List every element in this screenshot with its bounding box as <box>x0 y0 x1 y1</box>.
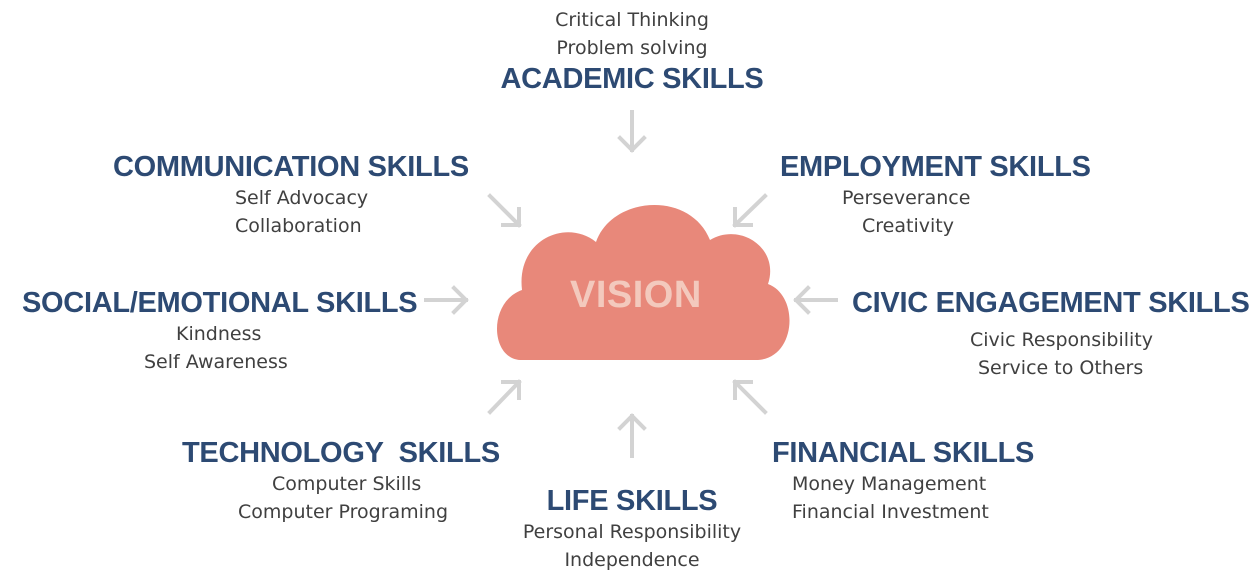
technology-item-2: Computer Programing <box>238 501 449 523</box>
civic-group: CIVIC ENGAGEMENT SKILLS Civic Responsibi… <box>852 286 1252 382</box>
life-group: LIFE SKILLS Personal Responsibility Inde… <box>482 484 782 574</box>
financial-group: FINANCIAL SKILLS Money Management Financ… <box>772 436 1042 526</box>
arrow-communication <box>487 193 522 228</box>
communication-item-2: Collaboration <box>235 215 362 237</box>
social-title: SOCIAL/EMOTIONAL SKILLS <box>22 287 418 319</box>
vision-label: VISION <box>570 274 702 316</box>
technology-group: TECHNOLOGY SKILLS Computer Skills Comput… <box>182 436 500 526</box>
employment-group: EMPLOYMENT SKILLS Perseverance Creativit… <box>780 150 1110 240</box>
civic-title: CIVIC ENGAGEMENT SKILLS <box>852 287 1250 319</box>
academic-item-2: Problem solving <box>556 37 708 59</box>
social-group: SOCIAL/EMOTIONAL SKILLS Kindness Self Aw… <box>22 286 422 376</box>
arrow-technology <box>487 379 522 415</box>
employment-title: EMPLOYMENT SKILLS <box>780 151 1091 183</box>
financial-item-1: Money Management <box>792 473 987 495</box>
arrow-life <box>617 413 647 458</box>
arrow-academic <box>617 110 647 153</box>
arrow-social <box>424 285 469 315</box>
communication-title: COMMUNICATION SKILLS <box>113 151 469 183</box>
academic-item-1: Critical Thinking <box>555 9 709 31</box>
employment-item-1: Perseverance <box>842 187 971 209</box>
life-item-2: Independence <box>564 549 700 571</box>
technology-item-1: Computer Skills <box>272 473 422 495</box>
life-item-1: Personal Responsibility <box>522 521 742 543</box>
financial-item-2: Financial Investment <box>792 501 989 523</box>
arrow-civic <box>793 285 838 315</box>
academic-title: ACADEMIC SKILLS <box>500 63 764 95</box>
arrow-financial <box>732 379 768 415</box>
life-title: LIFE SKILLS <box>546 485 718 517</box>
communication-group: COMMUNICATION SKILLS Self Advocacy Colla… <box>113 150 493 240</box>
employment-item-2: Creativity <box>862 215 954 237</box>
social-item-1: Kindness <box>176 323 262 345</box>
arrow-employment <box>732 193 768 228</box>
vision-cloud <box>497 204 790 360</box>
civic-item-2: Service to Others <box>978 357 1144 379</box>
financial-title: FINANCIAL SKILLS <box>772 437 1035 469</box>
technology-title: TECHNOLOGY SKILLS <box>182 437 500 469</box>
civic-item-1: Civic Responsibility <box>970 329 1153 351</box>
social-item-2: Self Awareness <box>144 351 288 373</box>
communication-item-1: Self Advocacy <box>235 187 369 209</box>
academic-group: Critical Thinking Problem solving ACADEM… <box>482 6 782 96</box>
